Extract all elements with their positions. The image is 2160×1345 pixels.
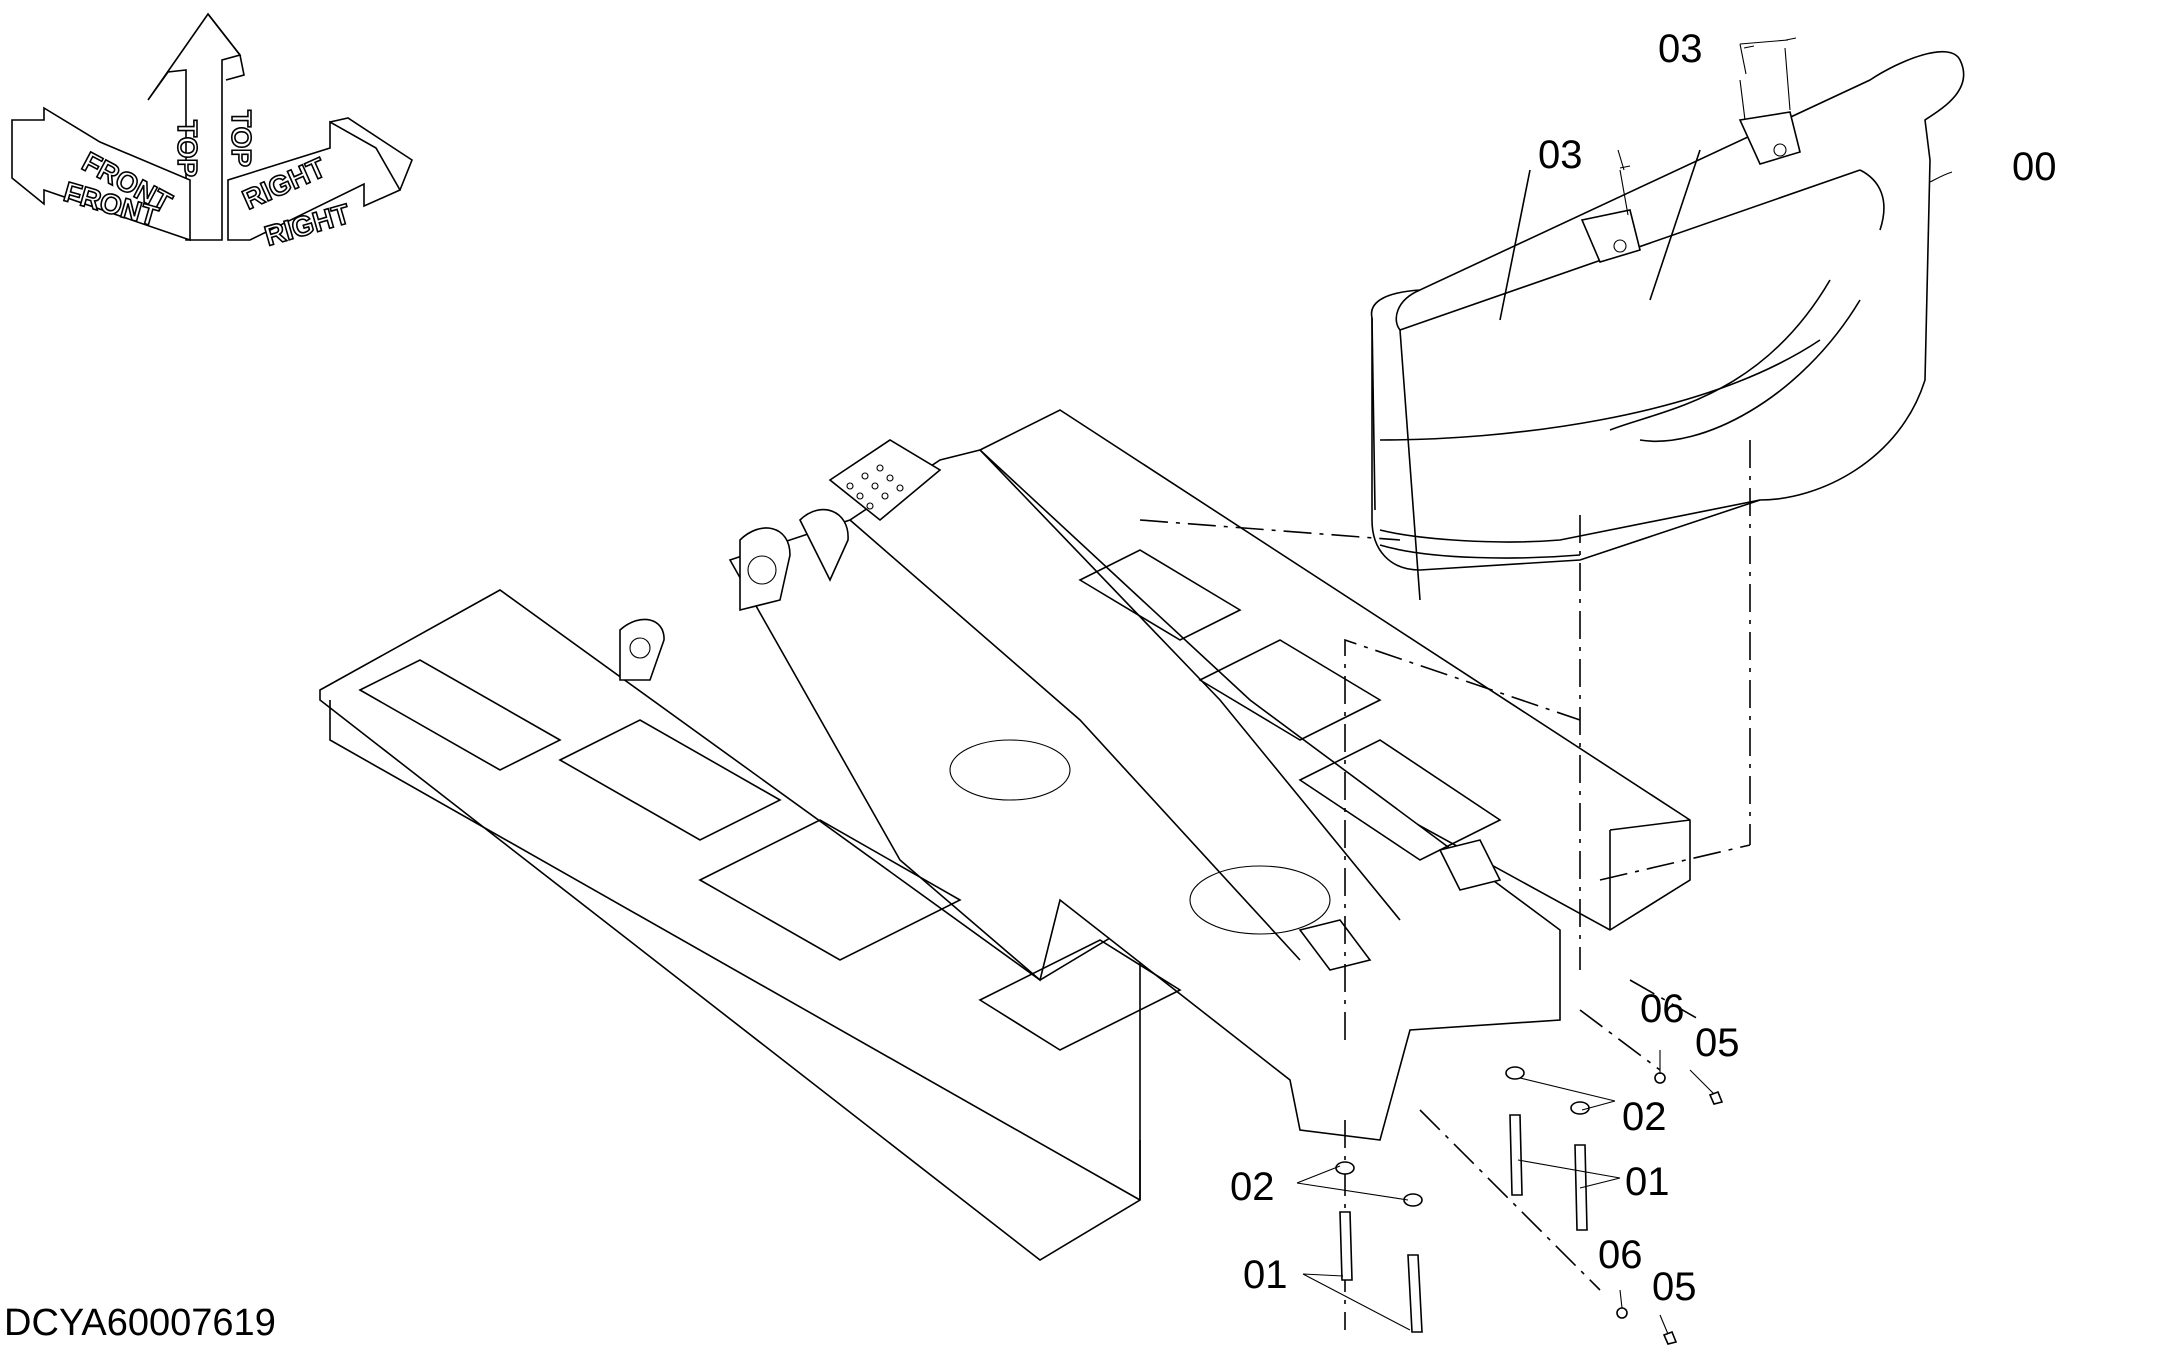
callout-03-mid: 03 — [1538, 133, 1583, 177]
callout-03-top: 03 — [1658, 27, 1703, 71]
callout-05-lower: 05 — [1652, 1265, 1697, 1309]
callouts: 03 03 00 06 05 02 01 02 01 06 05 — [1230, 27, 2057, 1309]
mount-plate — [828, 439, 942, 522]
leader-lines — [1296, 39, 1953, 1335]
callout-05-upper: 05 — [1695, 1021, 1740, 1065]
washer-left — [1335, 1161, 1355, 1175]
orientation-top-label-2: TOP — [226, 110, 257, 167]
washer-right-b — [1570, 1101, 1590, 1115]
counterweight — [1370, 37, 1965, 601]
callout-06-lower: 06 — [1598, 1233, 1643, 1277]
callout-02-left: 02 — [1230, 1165, 1275, 1209]
small-nut-upper — [1654, 1072, 1666, 1084]
orientation-top-label: TOP — [172, 120, 203, 177]
bolt-right-a — [1509, 1114, 1523, 1196]
bolt-left — [1339, 1211, 1353, 1281]
lifting-eye-right — [1738, 111, 1801, 165]
orientation-indicator: TOP TOP FRONT FRONT RIGHT RIGHT — [11, 12, 413, 253]
bolt-mid — [1407, 1254, 1423, 1333]
washer-mid — [1403, 1193, 1423, 1207]
front-arrow-icon — [11, 106, 191, 242]
small-nut-lower — [1616, 1307, 1628, 1319]
document-id: DCYA60007619 — [4, 1302, 276, 1344]
upper-frame — [319, 409, 1691, 1261]
callout-01-right: 01 — [1625, 1160, 1670, 1204]
small-bolt-lower — [1662, 1330, 1678, 1345]
fasteners — [1335, 1066, 1724, 1345]
callout-06-upper: 06 — [1640, 987, 1685, 1031]
small-bolt-upper — [1708, 1090, 1724, 1105]
callout-00: 00 — [2012, 145, 2057, 189]
callout-01-left: 01 — [1243, 1253, 1288, 1297]
callout-02-right: 02 — [1622, 1095, 1667, 1139]
right-arrow-icon — [227, 120, 402, 241]
swing-circle — [949, 739, 1071, 801]
washer-right-a — [1505, 1066, 1525, 1080]
